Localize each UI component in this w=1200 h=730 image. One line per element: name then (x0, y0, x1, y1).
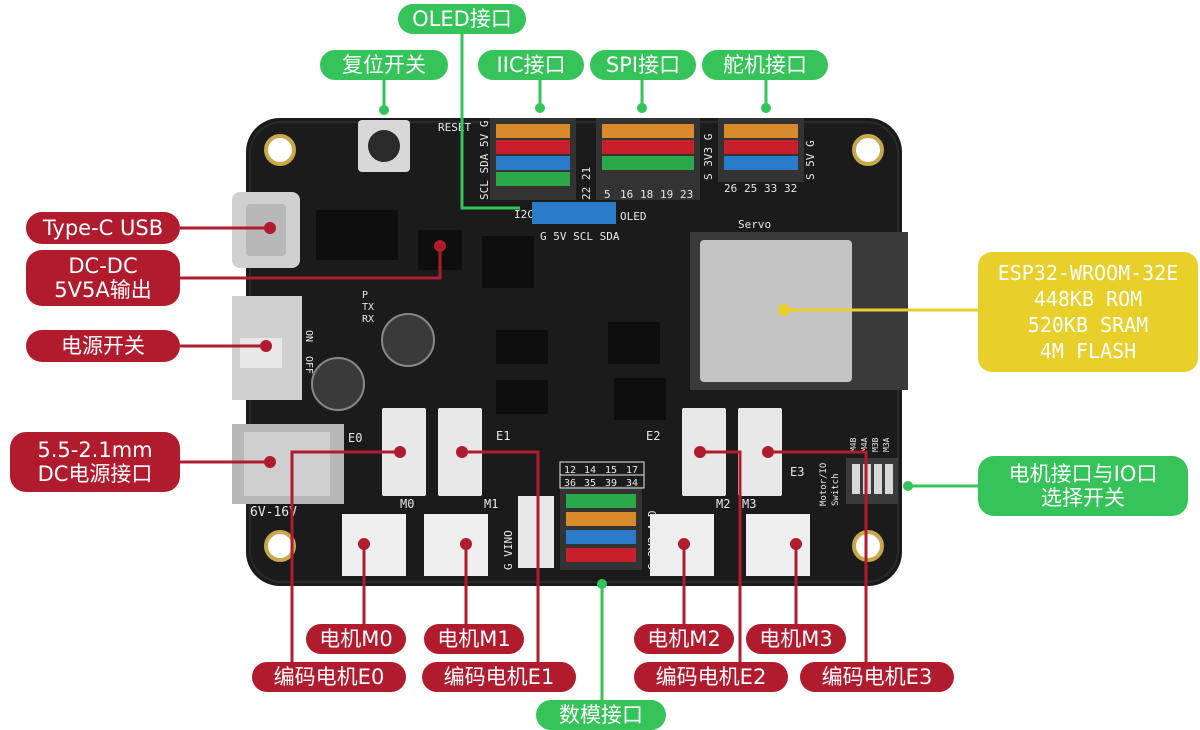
silk-dac-bot-3: 34 (626, 478, 638, 489)
red-leaders (180, 226, 868, 662)
label-servo: 舵机接口 (702, 50, 828, 80)
iic-header (490, 118, 576, 200)
label-power-switch: 电源开关 (26, 330, 180, 362)
capacitors (311, 313, 435, 411)
label-esp32-line1: ESP32-WROOM-32E (997, 261, 1179, 285)
silk-dac-side: G 3V3 A D (646, 510, 659, 570)
silk-dac-bot-2: 39 (605, 478, 617, 489)
dac-number-table (559, 461, 645, 489)
silk-spi-num-3: 19 (660, 188, 673, 201)
silk-servo: Servo (738, 218, 771, 231)
silk-oled: OLED (620, 210, 647, 223)
silk-servo-num-2: 33 (764, 182, 777, 195)
silk-e1: E1 (496, 429, 510, 443)
silk-iic-nums: 22 21 (580, 167, 593, 200)
label-dcdc-line1: DC-DC (68, 253, 138, 278)
silk-servo-num-1: 25 (744, 182, 757, 195)
label-e2: 编码电机E2 (634, 662, 788, 692)
mounting-holes (264, 134, 884, 562)
silk-e3: E3 (790, 465, 804, 479)
label-motor-io-line1: 电机接口与IO口 (1008, 461, 1158, 486)
main-chip (482, 236, 534, 288)
silk-switch-2: Switch (831, 473, 841, 506)
silk-dac-top-2: 15 (605, 465, 617, 476)
label-dc-jack-line2: DC电源接口 (37, 462, 153, 486)
usb-chip (316, 210, 398, 260)
green-leaders (382, 32, 980, 700)
label-iic: IIC接口 (478, 50, 584, 80)
silk-switch-col-1: M4A (860, 437, 869, 452)
vino-connector (518, 496, 554, 568)
label-m2: 电机M2 (634, 624, 734, 654)
silk-e0: E0 (348, 431, 362, 445)
spi-header (596, 118, 700, 200)
servo-header (718, 118, 804, 182)
label-dc-jack-line1: 5.5-2.1mm (37, 437, 153, 462)
label-esp32: ESP32-WROOM-32E 448KB ROM 520KB SRAM 4M … (978, 252, 1198, 372)
silk-m3: M3 (742, 497, 756, 511)
silk-dac-top-3: 17 (626, 465, 638, 476)
silk-switch-col-2: M3B (871, 437, 880, 452)
silk-vino: G VINO (502, 530, 515, 570)
label-e3: 编码电机E3 (800, 662, 954, 692)
dac-header (560, 486, 642, 570)
silk-spi-num-0: 5 (604, 188, 611, 201)
reset-button (358, 120, 410, 172)
green-dots (379, 103, 913, 589)
oled-connector (532, 202, 616, 224)
label-e1: 编码电机E1 (422, 662, 576, 692)
silk-oled-pins: G 5V SCL SDA (540, 230, 620, 243)
silk-on: ON (303, 330, 314, 342)
silk-dac-bot-1: 35 (584, 478, 596, 489)
silk-spi-num-1: 16 (620, 188, 633, 201)
label-dc-jack: 5.5-2.1mm DC电源接口 (10, 432, 180, 492)
label-dac: 数模接口 (536, 700, 666, 730)
silk-dac-top-0: 12 (564, 465, 576, 476)
label-spi: SPI接口 (590, 50, 696, 80)
silk-m2: M2 (716, 497, 730, 511)
silk-p: P (362, 290, 368, 301)
label-e0: 编码电机E0 (252, 662, 406, 692)
label-motor-io-switch: 电机接口与IO口 选择开关 (978, 456, 1188, 516)
label-motor-io-line2: 选择开关 (1041, 486, 1125, 510)
label-reset: 复位开关 (320, 50, 448, 80)
silk-i2c: I2C (514, 208, 534, 221)
label-m3: 电机M3 (746, 624, 846, 654)
silk-servo-pins: S 5V G (804, 140, 817, 180)
silk-m1: M1 (484, 497, 498, 511)
silk-m0: M0 (400, 497, 414, 511)
silk-switch-col-0: M4B (849, 437, 858, 452)
motor-connectors (342, 514, 810, 576)
silk-voltage: 6V-16V (250, 505, 297, 520)
label-dcdc-line2: 5V5A输出 (54, 278, 152, 302)
yellow-dot (778, 304, 790, 316)
silk-iic-pins: SCL SDA 5V G (478, 121, 491, 200)
label-esp32-line2: 448KB ROM (1033, 287, 1143, 311)
silk-servo-num-3: 32 (784, 182, 797, 195)
silk-servo-num-0: 26 (724, 182, 737, 195)
label-esp32-line3: 520KB SRAM (1027, 313, 1149, 337)
label-m1: 电机M1 (424, 624, 524, 654)
silk-e2: E2 (646, 429, 660, 443)
label-oled: OLED接口 (398, 4, 526, 34)
silk-off: OFF (303, 356, 314, 374)
silk-spi-num-4: 23 (680, 188, 693, 201)
label-typec: Type-C USB (26, 212, 180, 244)
driver-chips (496, 322, 666, 420)
label-m0: 电机M0 (306, 624, 406, 654)
label-esp32-line4: 4M FLASH (1039, 339, 1137, 363)
red-dots (260, 222, 802, 550)
silk-switch-1: Motor/IO (819, 463, 829, 506)
silk-switch-col-3: M3A (882, 437, 891, 452)
label-dcdc: DC-DC 5V5A输出 (26, 250, 180, 306)
silk-tx: TX (362, 302, 374, 313)
silk-dac-top-1: 14 (584, 465, 596, 476)
silk-spi-pins: S 3V3 G (702, 134, 715, 180)
silk-rx: RX (362, 314, 374, 325)
silk-dac-bot-0: 36 (564, 478, 576, 489)
silk-spi-num-2: 18 (640, 188, 653, 201)
silk-reset: RESET (438, 121, 471, 134)
